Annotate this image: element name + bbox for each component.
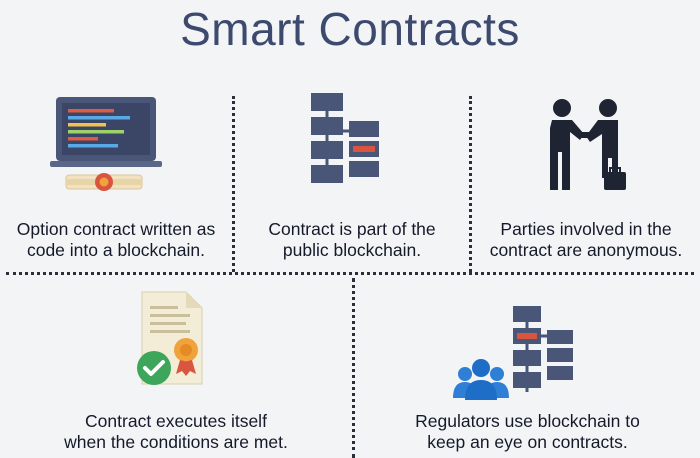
certificate-check-icon [137,291,203,385]
blockchain-icon [311,93,379,183]
card-caption: Regulators use blockchain to keep an eye… [355,411,700,453]
divider-vertical-top-left [232,96,235,272]
card-regulators: Regulators use blockchain to keep an eye… [355,278,700,458]
page-title: Smart Contracts [180,3,520,55]
divider-horizontal [6,272,694,275]
card-caption: Contract is part of the public blockchai… [235,219,469,261]
caption-line: Parties involved in the [500,219,672,239]
caption-line: when the conditions are met. [64,432,288,452]
card-caption: Parties involved in the contract are ano… [472,219,700,261]
card-caption: Option contract written as code into a b… [0,219,232,261]
caption-line: keep an eye on contracts. [427,432,628,452]
caption-line: Regulators use blockchain to [415,411,640,431]
card-anonymous-parties: Parties involved in the contract are ano… [472,80,700,270]
card-self-executing: Contract executes itself when the condit… [0,278,352,458]
caption-line: Contract is part of the [268,219,436,239]
card-code-blockchain: Option contract written as code into a b… [0,80,232,270]
regulators-blockchain-icon [453,306,573,400]
divider-vertical-bottom [352,278,355,458]
caption-line: code into a blockchain. [26,240,206,260]
caption-line: contract are anonymous. [489,240,683,260]
caption-line: public blockchain. [282,240,422,260]
divider-vertical-top-right [469,96,472,272]
handshake-icon [550,99,626,190]
card-caption: Contract executes itself when the condit… [0,411,352,453]
card-public-blockchain: Contract is part of the public blockchai… [235,80,469,270]
laptop-code-icon [50,97,162,191]
caption-line: Option contract written as [16,219,216,239]
caption-line: Contract executes itself [85,411,267,431]
